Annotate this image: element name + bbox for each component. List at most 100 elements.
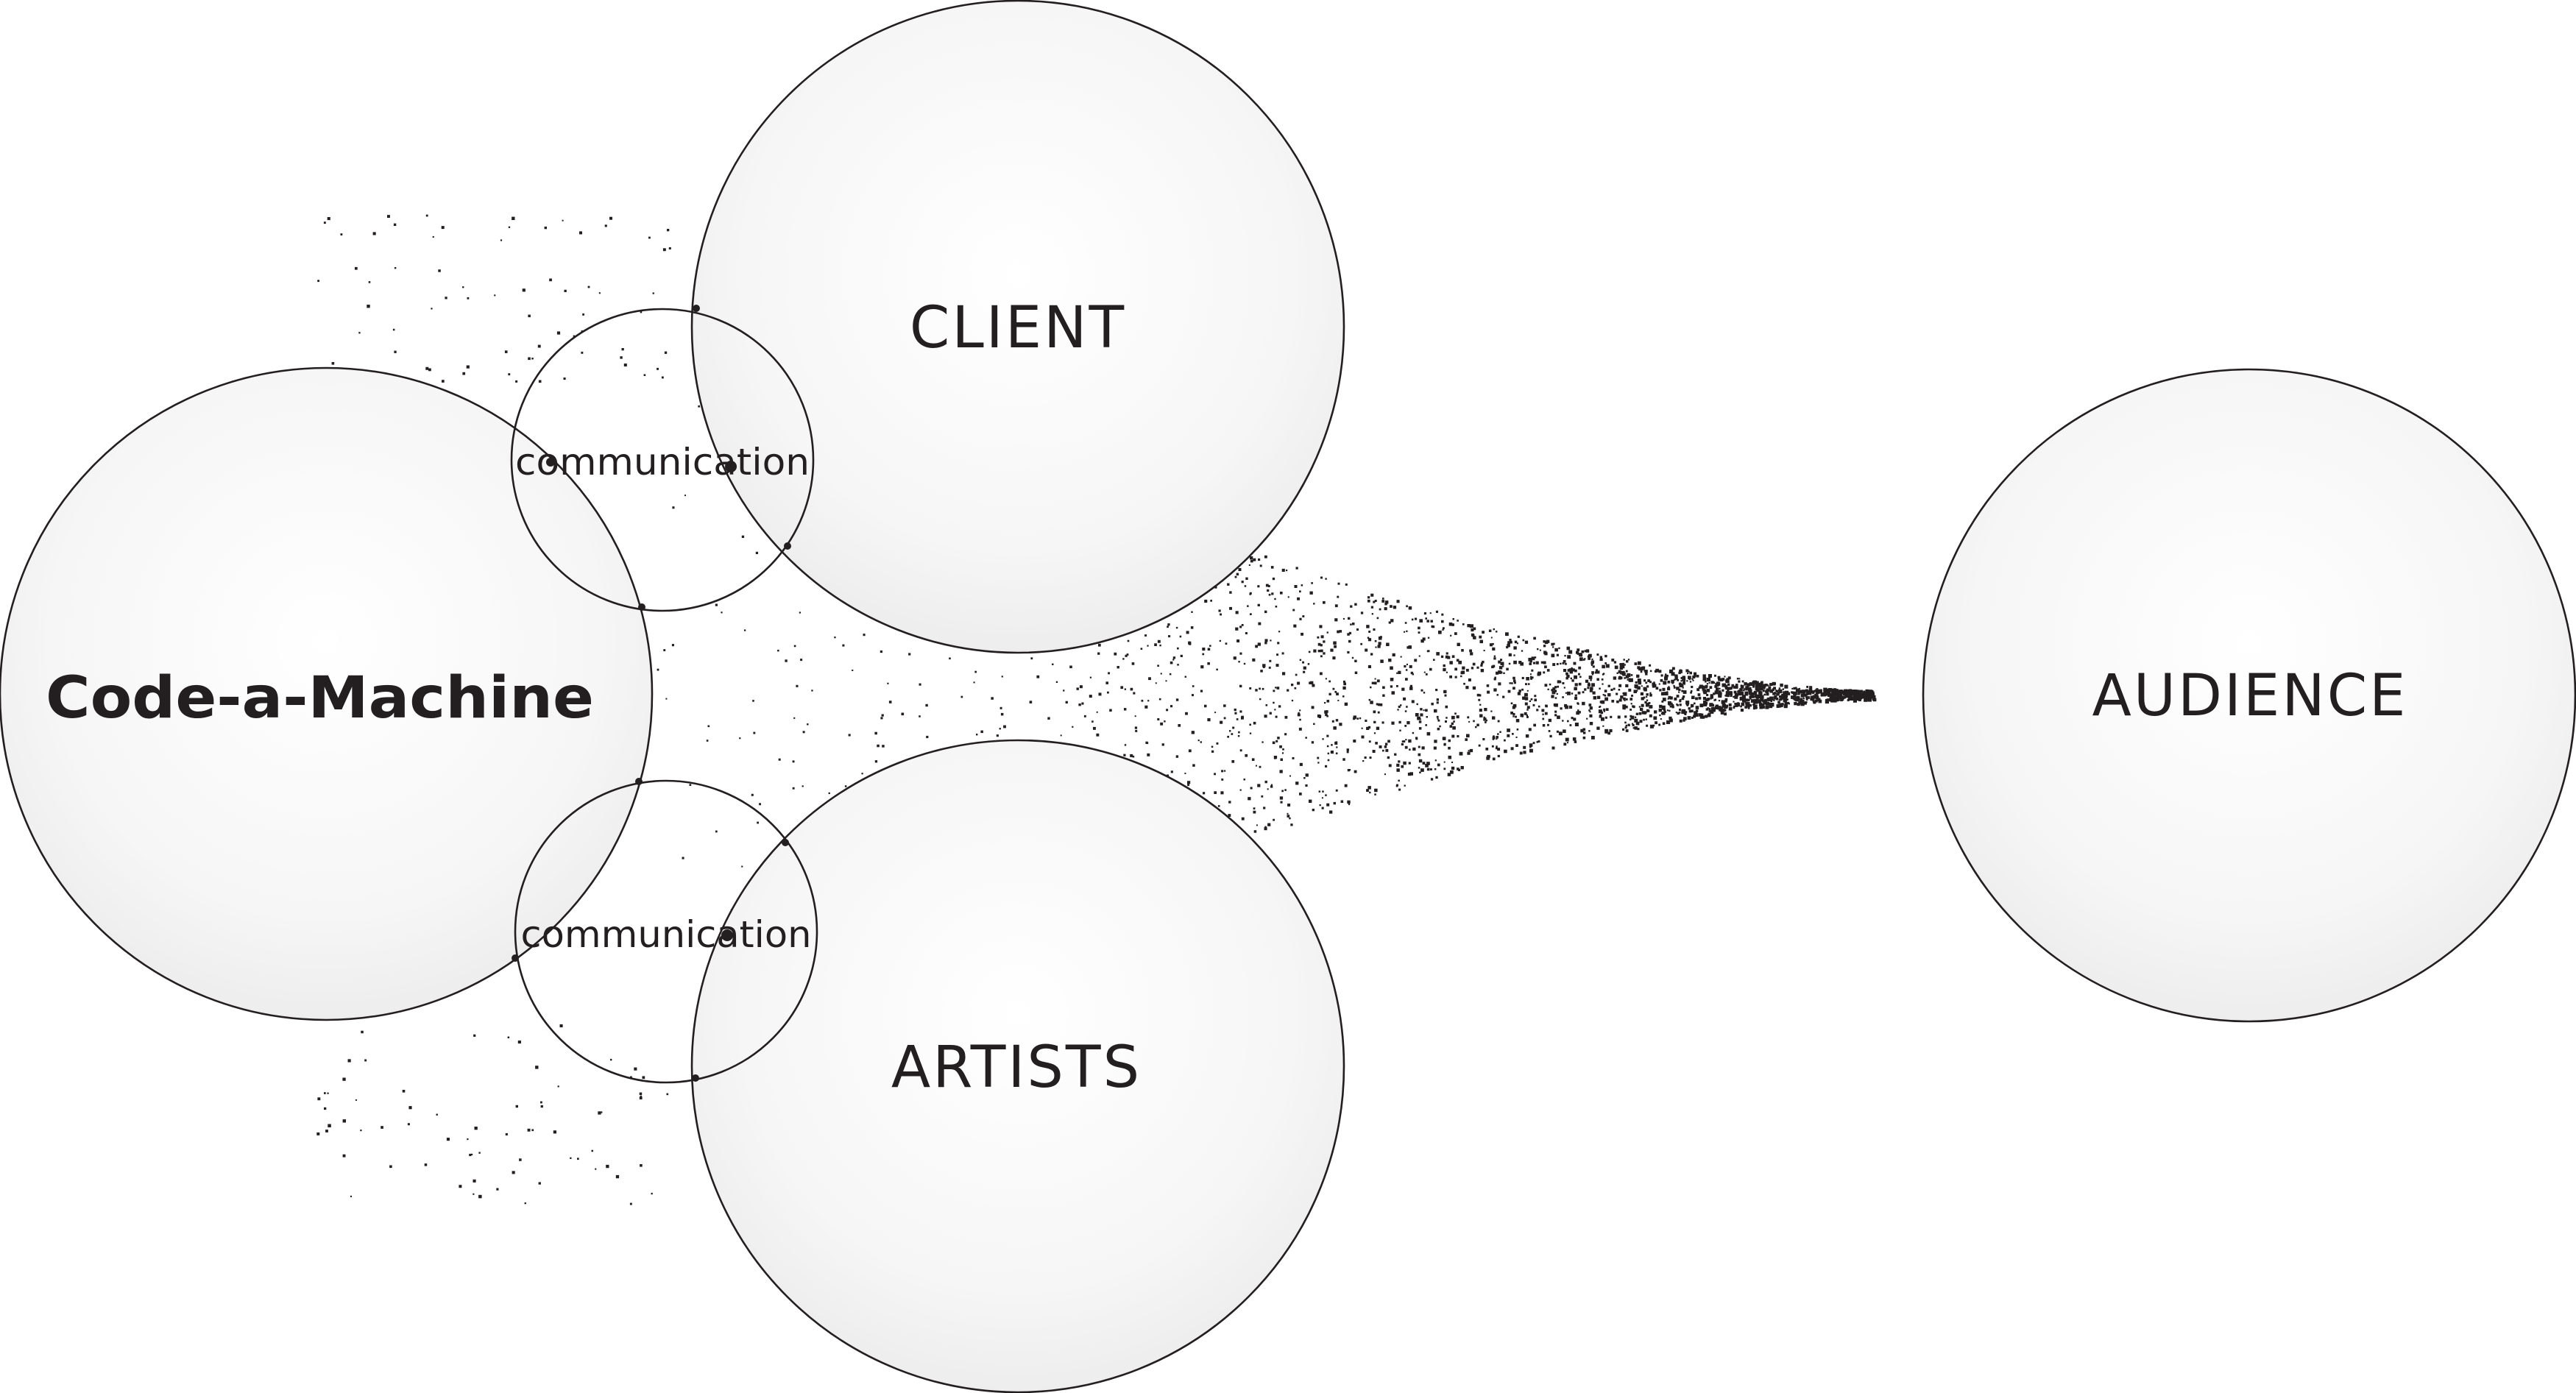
particle-dot <box>1377 703 1381 706</box>
particle-dot <box>1738 680 1741 683</box>
particle-dot <box>1309 591 1313 595</box>
particle-dot <box>1279 770 1283 773</box>
particle-dot <box>1280 592 1283 595</box>
particle-dot <box>473 1179 476 1183</box>
particle-dot <box>1839 690 1843 694</box>
particle-dot <box>1629 718 1632 720</box>
particle-dot <box>1785 701 1787 703</box>
particle-dot <box>689 784 692 786</box>
particle-dot <box>1679 703 1682 706</box>
particle-dot <box>1398 760 1401 763</box>
particle-dot <box>640 311 643 313</box>
particle-dot <box>1148 677 1151 681</box>
particle-dot <box>1154 643 1157 646</box>
particle-dot <box>1418 631 1420 634</box>
particle-dot <box>1625 729 1629 732</box>
particle-dot <box>392 328 395 331</box>
particle-dot <box>1714 698 1717 701</box>
particle-dot <box>1401 740 1404 742</box>
particle-dot <box>1699 703 1704 708</box>
particle-dot <box>1563 742 1567 746</box>
particle-dot <box>1376 726 1380 730</box>
particle-dot <box>1633 690 1638 693</box>
particle-dot <box>1105 681 1108 684</box>
particle-dot <box>1536 741 1538 743</box>
particle-dot <box>1747 706 1750 709</box>
particle-dot <box>1706 693 1709 696</box>
particle-dot <box>1707 698 1710 701</box>
particle-dot <box>1029 701 1033 703</box>
particle-dot <box>367 305 370 308</box>
particle-dot <box>1810 688 1813 691</box>
particle-dot <box>1714 706 1719 710</box>
particle-dot <box>1217 805 1220 807</box>
particle-dot <box>1502 695 1505 698</box>
particle-dot <box>1641 703 1644 707</box>
particle-dot <box>1669 718 1673 723</box>
particle-dot <box>496 1188 499 1191</box>
particle-dot <box>1320 576 1323 579</box>
particle-dot <box>785 659 788 662</box>
particle-dot <box>1719 678 1724 681</box>
particle-dot <box>1630 703 1632 705</box>
particle-dot <box>1317 649 1321 653</box>
particle-dot <box>1408 739 1412 743</box>
particle-dot <box>1430 778 1434 781</box>
particle-dot <box>1613 687 1616 690</box>
particle-dot <box>1485 748 1489 751</box>
particle-dot <box>1219 639 1221 642</box>
particle-dot <box>1248 564 1250 566</box>
particle-dot <box>531 358 534 360</box>
particle-dot <box>1659 689 1662 692</box>
particle-dot <box>1445 705 1448 709</box>
particle-dot <box>1610 715 1613 718</box>
particle-dot <box>1551 695 1554 698</box>
particle-dot <box>1567 742 1568 744</box>
particle-dot <box>1529 745 1532 748</box>
particle-dot <box>1802 690 1806 694</box>
particle-dot <box>1236 573 1239 575</box>
particle-dot <box>1591 662 1593 664</box>
particle-dot <box>1871 692 1875 696</box>
particle-dot <box>1680 684 1682 687</box>
particle-dot <box>1809 690 1812 692</box>
particle-dot <box>651 1192 653 1195</box>
particle-dot <box>1585 649 1590 653</box>
particle-dot <box>1447 656 1451 659</box>
particle-dot <box>1682 677 1686 681</box>
particle-dot <box>1671 679 1674 684</box>
particle-dot <box>1448 739 1451 742</box>
particle-dot <box>1642 666 1646 670</box>
particle-dot <box>1786 698 1788 701</box>
particle-dot <box>1319 804 1321 807</box>
particle-dot <box>1190 626 1194 629</box>
particle-dot <box>1453 720 1455 723</box>
particle-dot <box>1869 690 1872 692</box>
particle-dot <box>1646 696 1648 698</box>
particle-dot <box>1493 735 1495 738</box>
particle-dot <box>1264 826 1267 828</box>
particle-dot <box>1524 697 1529 701</box>
particle-dot <box>1157 718 1160 720</box>
particle-dot <box>598 1111 601 1115</box>
particle-dot <box>1339 723 1342 726</box>
particle-dot <box>1733 695 1735 698</box>
particle-dot <box>1234 712 1237 715</box>
particle-dot <box>1560 662 1562 665</box>
particle-dot <box>474 1127 478 1130</box>
particle-dot <box>1124 708 1127 711</box>
particle-dot <box>863 634 866 637</box>
particle-dot <box>1738 691 1742 695</box>
particle-dot <box>1500 659 1502 662</box>
particle-dot <box>1412 747 1416 751</box>
particle-dot <box>1727 676 1731 680</box>
particle-dot <box>1489 643 1493 647</box>
particle-dot <box>1628 688 1632 692</box>
particle-dot <box>1571 668 1575 672</box>
particle-dot <box>1329 810 1333 814</box>
particle-dot <box>438 269 441 272</box>
particle-dot <box>1596 653 1599 656</box>
particle-dot <box>1680 676 1683 679</box>
particle-dot <box>1403 761 1406 765</box>
particle-dot <box>1229 606 1232 610</box>
